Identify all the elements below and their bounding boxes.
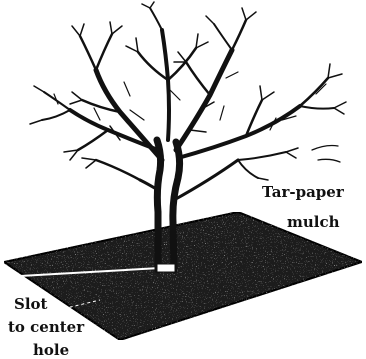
label-hole: hole bbox=[33, 343, 69, 358]
label-mulch: mulch bbox=[287, 215, 340, 230]
label-tar-paper: Tar-paper bbox=[262, 185, 344, 200]
label-slot: Slot bbox=[14, 297, 47, 312]
label-to-center: to center bbox=[8, 320, 84, 335]
center-hole bbox=[157, 264, 175, 272]
